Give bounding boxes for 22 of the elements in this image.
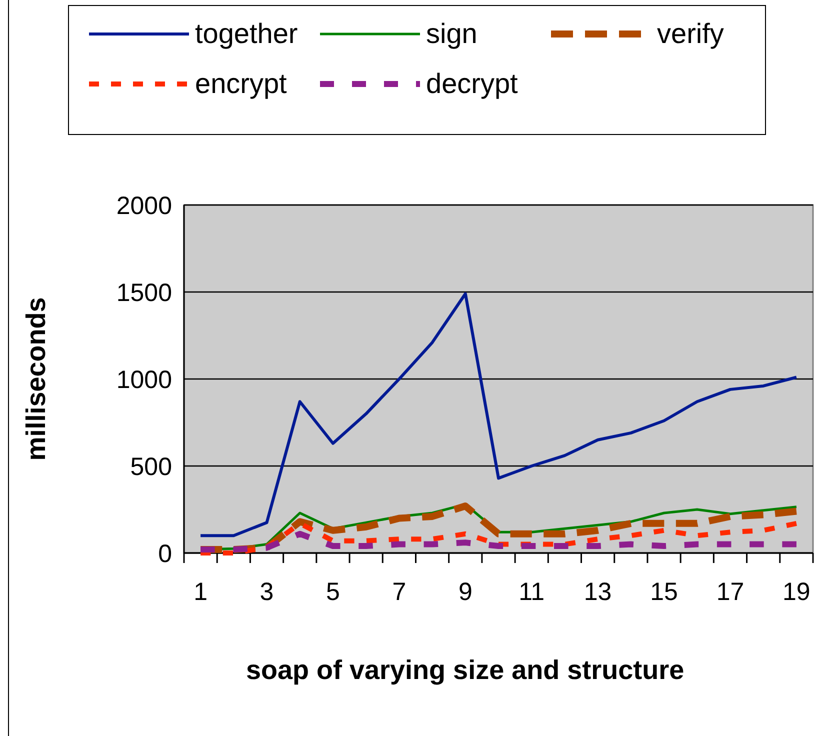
legend-label: decrypt: [426, 67, 518, 101]
x-tick-label: 17: [716, 578, 744, 606]
y-axis-title: milliseconds: [21, 297, 51, 461]
x-tick-label: 3: [260, 578, 274, 606]
x-tick-label: 15: [650, 578, 678, 606]
legend-label: encrypt: [195, 67, 287, 101]
x-axis-title: soap of varying size and structure: [246, 654, 684, 687]
y-tick-label: 2000: [116, 192, 172, 220]
legend-label: verify: [657, 17, 724, 51]
y-tick-label: 500: [130, 453, 172, 481]
y-tick-label: 1500: [116, 279, 172, 307]
y-tick-label: 1000: [116, 366, 172, 394]
x-tick-label: 11: [518, 578, 545, 606]
x-tick-label: 9: [458, 578, 472, 606]
legend-label: together: [195, 17, 298, 51]
x-tick-label: 19: [782, 578, 810, 606]
x-tick-label: 7: [392, 578, 406, 606]
legend-label: sign: [426, 17, 478, 51]
x-tick-label: 5: [326, 578, 340, 606]
y-tick-label: 0: [158, 540, 172, 568]
x-tick-label: 13: [584, 578, 612, 606]
x-tick-label: 1: [194, 578, 208, 606]
